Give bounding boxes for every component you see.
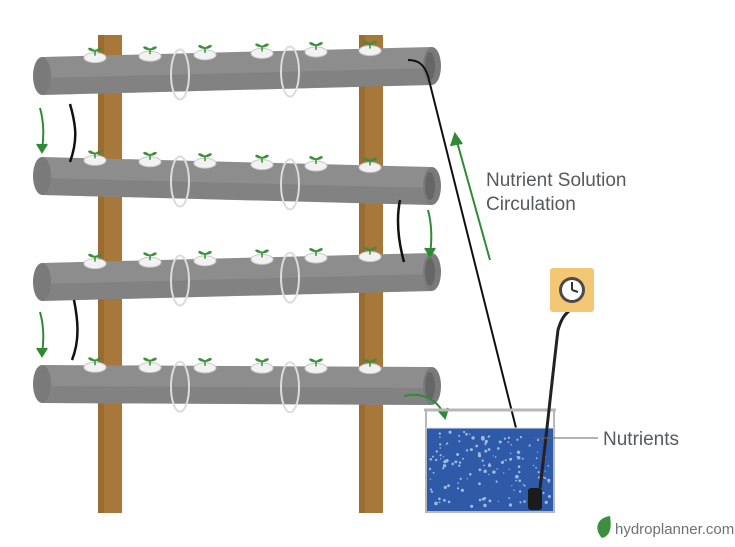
pipe-clamp: [170, 254, 190, 307]
plant-seedling: [83, 357, 107, 373]
circulation-label-line2: Circulation: [486, 194, 576, 215]
flow-arrow-up: [455, 137, 491, 261]
pipe-clamp: [170, 48, 190, 101]
plant-seedling: [193, 153, 217, 169]
plant-seedling: [83, 47, 107, 64]
plant-seedling: [83, 253, 107, 270]
grow-pipes: [33, 40, 441, 414]
plant-seedling: [250, 43, 274, 59]
plant-seedling: [193, 44, 217, 61]
hose-2-3: [396, 199, 406, 263]
grow-pipe: [33, 357, 441, 414]
leaf-icon: [597, 516, 611, 538]
plant-seedling: [193, 357, 217, 374]
plant-seedling: [138, 252, 162, 268]
flow-arrows: [36, 107, 491, 421]
plant-seedling: [138, 357, 162, 374]
pipe-clamp: [280, 158, 300, 211]
plant-seedling: [193, 250, 217, 267]
hose-3-4: [70, 299, 79, 361]
plant-seedling: [358, 358, 382, 375]
flow-arrow-3: [39, 311, 45, 355]
power-cord: [538, 308, 572, 489]
pipe-left-end: [33, 57, 51, 95]
plant-seedling: [358, 40, 382, 57]
pipe-clamp: [170, 360, 190, 413]
brand-logo: hydroplanner.com: [597, 516, 734, 538]
feed-hose: [407, 59, 535, 501]
plant-seedling: [304, 248, 328, 264]
plant-seedling: [250, 154, 274, 171]
plant-seedling: [138, 151, 162, 168]
plant-seedling: [83, 150, 107, 166]
timer: [550, 268, 594, 312]
plant-seedling: [358, 246, 382, 263]
pipe-left-end: [33, 157, 51, 195]
pump: [528, 488, 542, 510]
flow-arrow-2: [427, 209, 433, 255]
pipe-clamp: [280, 251, 300, 304]
plant-seedling: [358, 157, 382, 173]
plant-seedling: [138, 46, 162, 62]
grow-pipe: [33, 150, 441, 211]
pipe-clamp: [170, 155, 190, 208]
pipe-left-end: [33, 365, 51, 403]
pipe-clamp: [280, 361, 300, 414]
plant-seedling: [304, 358, 328, 374]
drain-hoses: [68, 103, 406, 361]
circulation-label-line1: Nutrient Solution: [486, 170, 626, 191]
plant-seedling: [304, 156, 328, 172]
plant-seedling: [304, 42, 328, 58]
nutrients-label: Nutrients: [603, 429, 679, 450]
pipe-left-end: [33, 263, 51, 301]
flow-arrow-1: [39, 107, 45, 151]
hose-1-2: [68, 103, 77, 163]
plant-seedling: [250, 358, 274, 374]
plant-seedling: [250, 249, 274, 265]
brand-name: hydroplanner.com: [615, 521, 734, 538]
nutrient-bubbles: [428, 430, 551, 508]
pipe-clamp: [280, 45, 300, 98]
grow-pipe: [33, 246, 441, 307]
